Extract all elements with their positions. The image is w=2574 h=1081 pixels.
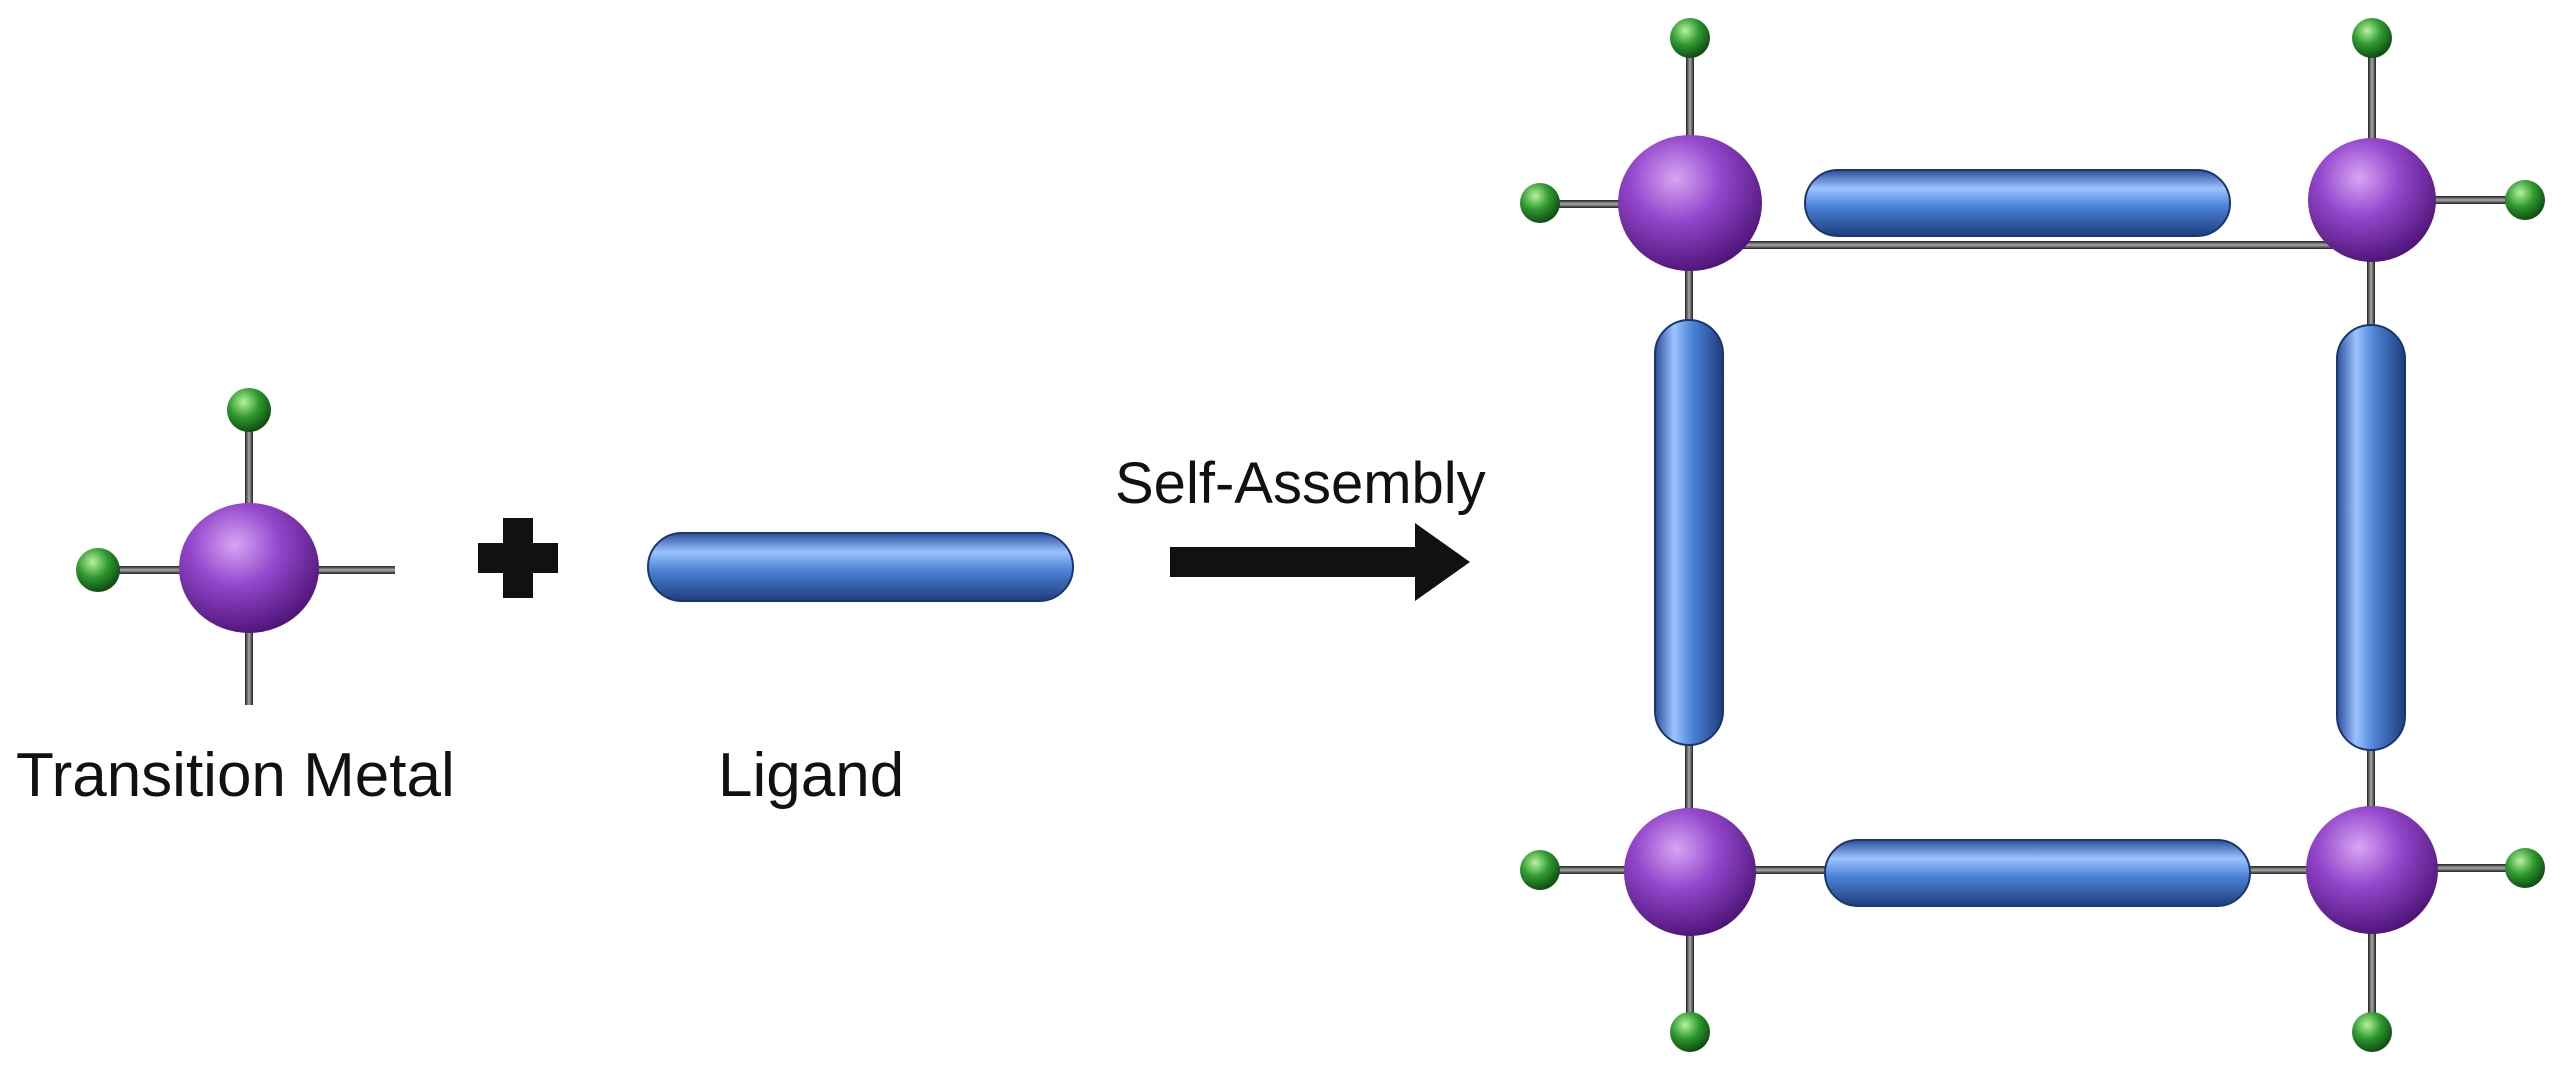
metal-sphere-br xyxy=(2306,806,2438,934)
green-group-top xyxy=(227,388,271,432)
plus-icon xyxy=(478,518,558,598)
green-group xyxy=(2505,180,2545,220)
bond-tr-up xyxy=(2368,45,2376,180)
bond-tl-left xyxy=(1545,200,1645,208)
green-group xyxy=(2505,848,2545,888)
metal-sphere-bl xyxy=(1624,808,1756,936)
green-group xyxy=(2352,1012,2392,1052)
assembled-square xyxy=(1520,18,2545,1052)
green-group xyxy=(1670,1012,1710,1052)
self-assembly-label: Self-Assembly xyxy=(1115,451,1486,516)
bond-top-edge xyxy=(1690,241,2360,249)
ligand-rod-left xyxy=(1654,319,1724,746)
ligand-rod-bottom xyxy=(1824,839,2251,907)
green-group xyxy=(1520,183,1560,223)
bond-br-down xyxy=(2368,905,2376,1020)
bond-up xyxy=(245,420,253,535)
bond-br-right xyxy=(2420,864,2520,872)
green-group-left xyxy=(76,548,120,592)
metal-sphere-tl xyxy=(1618,135,1762,271)
bond-bl-down xyxy=(1686,905,1694,1020)
metal-sphere xyxy=(179,503,319,633)
bond-bl-left xyxy=(1545,866,1645,874)
right-arrow-icon xyxy=(1170,523,1470,601)
ligand-rod xyxy=(647,532,1074,602)
ligand-rod-right xyxy=(2336,324,2406,751)
bond-right xyxy=(300,566,395,574)
green-group xyxy=(2352,18,2392,58)
green-group xyxy=(1670,18,1710,58)
transition-metal-label: Transition Metal xyxy=(16,741,455,810)
transition-metal-unit xyxy=(76,388,395,705)
bond-tl-up xyxy=(1686,45,1694,180)
green-group xyxy=(1520,850,1560,890)
bond-left xyxy=(105,566,195,574)
metal-sphere-tr xyxy=(2308,138,2436,262)
ligand-rod-top xyxy=(1804,169,2231,237)
bond-down xyxy=(245,600,253,705)
bond-tr-right xyxy=(2420,196,2520,204)
ligand-label: Ligand xyxy=(718,741,905,810)
